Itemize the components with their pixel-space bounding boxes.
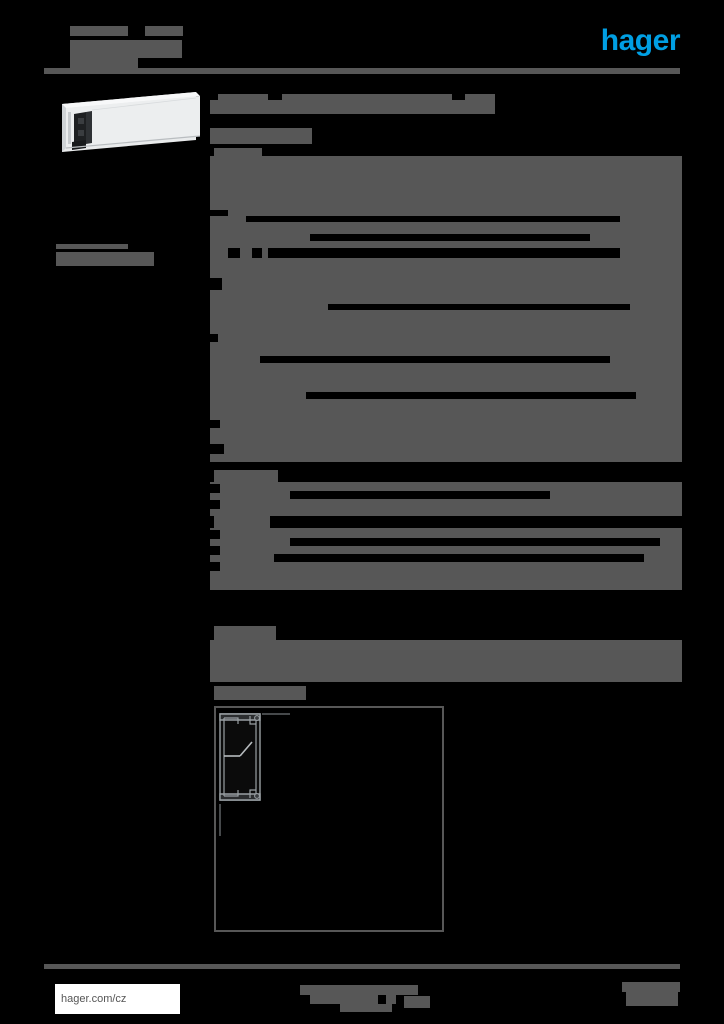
table-row (210, 378, 682, 412)
row-gap (268, 248, 620, 258)
table-row (210, 640, 682, 682)
table-row (210, 248, 682, 264)
row-gap (210, 562, 220, 571)
section-header-redacted (214, 686, 306, 700)
title-redaction-bar (145, 26, 183, 36)
heading-redaction-bar (282, 94, 452, 100)
table-row (210, 302, 682, 324)
row-gap (310, 234, 590, 241)
table-row (210, 230, 682, 248)
table-row (210, 434, 682, 462)
row-gap (210, 420, 220, 428)
heading-redaction-bar (210, 100, 495, 114)
row-gap (210, 210, 228, 216)
heading-redaction-bar (218, 94, 268, 100)
dimensional-drawing-box (214, 706, 444, 932)
table-row (210, 324, 682, 354)
heading-redaction-bar (465, 94, 495, 100)
row-gap (210, 546, 220, 555)
row-gap (306, 392, 636, 399)
row-gap (210, 334, 218, 342)
row-gap (290, 491, 550, 499)
row-gap (210, 500, 220, 509)
row-gap (290, 538, 660, 546)
row-gap (252, 248, 262, 258)
footer-url-text: hager.com/cz (61, 993, 127, 1005)
footer-url-box[interactable]: hager.com/cz (55, 984, 180, 1014)
row-gap (210, 444, 224, 454)
table-row (210, 216, 682, 230)
product-photo (56, 86, 204, 158)
hager-logo: hager (600, 24, 681, 57)
table-row (210, 354, 682, 378)
caption-redaction-bar (56, 244, 128, 249)
section-header-redacted (214, 148, 262, 156)
row-gap (228, 248, 240, 258)
row-gap (210, 530, 220, 539)
page-header: hager (0, 0, 724, 76)
title-redaction-bar (70, 26, 128, 36)
section-header-redacted (214, 626, 276, 640)
table-row (210, 156, 682, 218)
header-divider (44, 68, 680, 74)
row-gap (210, 278, 222, 290)
table-row (210, 264, 682, 302)
row-gap (328, 304, 630, 310)
table-row (210, 528, 682, 590)
row-gap (260, 356, 610, 363)
row-gap (210, 484, 220, 493)
section-header-redacted (214, 470, 278, 482)
footer-divider (44, 964, 680, 969)
caption-redaction-bar (56, 252, 154, 266)
row-gap (274, 554, 644, 562)
table-row (210, 412, 682, 434)
subheading-redaction-bar (210, 128, 312, 144)
section-header-redacted (214, 516, 270, 528)
title-redaction-bar (70, 48, 138, 70)
row-gap (246, 216, 620, 222)
page-footer (0, 964, 724, 1024)
table-row (210, 482, 682, 516)
